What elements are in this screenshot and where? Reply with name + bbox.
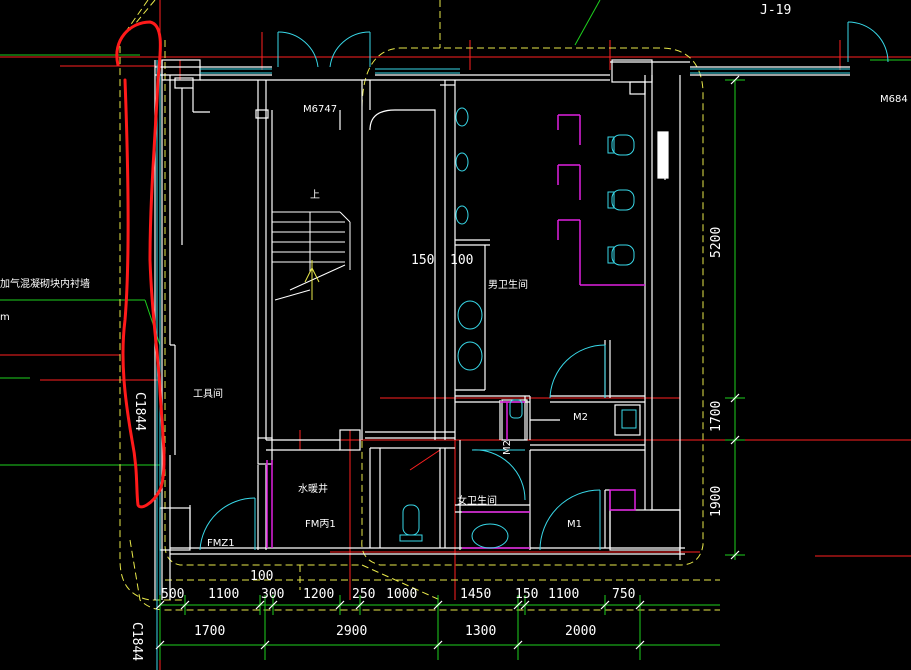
staircase bbox=[272, 211, 351, 301]
door-label-m6747: M6747 bbox=[303, 104, 337, 115]
toilet-partitions bbox=[266, 114, 645, 549]
door-label-fmz1: FMZ1 bbox=[207, 538, 235, 549]
grid-label: J-19 bbox=[760, 3, 791, 18]
right-dim-5200: 5200 bbox=[709, 227, 724, 258]
right-dim-1700: 1700 bbox=[709, 401, 724, 432]
window-label-c1844-left: C1844 bbox=[132, 392, 147, 431]
bottom-dim-1100a: 1100 bbox=[208, 587, 239, 602]
bottom-dim-150: 150 bbox=[515, 587, 538, 602]
wall-note-line2: m bbox=[0, 312, 10, 323]
bottom-dim-250: 250 bbox=[352, 587, 375, 602]
dimension-ticks bbox=[155, 75, 740, 650]
right-dim-1900: 1900 bbox=[709, 486, 724, 517]
bottom-dim-750: 750 bbox=[612, 587, 635, 602]
room-label-stair-up: 上 bbox=[310, 189, 320, 201]
wall-note-line1: 加气混凝砌块内衬墙 bbox=[0, 277, 90, 290]
door-label-m2-side: M2 bbox=[502, 440, 513, 455]
bottom-dim-2000: 2000 bbox=[565, 624, 596, 639]
markup-red-outline bbox=[115, 20, 166, 509]
bottom-dim-1300: 1300 bbox=[465, 624, 496, 639]
room-label-male-toilet: 男卫生间 bbox=[488, 278, 528, 291]
bottom-dim-1700: 1700 bbox=[194, 624, 225, 639]
room-label-female-toilet: 女卫生间 bbox=[457, 494, 497, 507]
dimension-lines bbox=[159, 79, 745, 660]
door-label-m2-top: M2 bbox=[573, 412, 588, 423]
bottom-dim-1000: 1000 bbox=[386, 587, 417, 602]
window-label-c1844-bottom: C1844 bbox=[129, 622, 144, 661]
door-label-m1: M1 bbox=[567, 519, 582, 530]
room-label-tool-room: 工具间 bbox=[193, 387, 223, 400]
stair-arrow bbox=[304, 260, 320, 300]
door-label-fm-bing1: FM丙1 bbox=[305, 519, 336, 530]
bottom-dim-1200: 1200 bbox=[303, 587, 334, 602]
inner-dim-100: 100 bbox=[450, 253, 473, 268]
doors bbox=[199, 21, 889, 551]
bottom-dim-300: 300 bbox=[261, 587, 284, 602]
bottom-dim-500: 500 bbox=[161, 587, 184, 602]
bottom-dim-1450: 1450 bbox=[460, 587, 491, 602]
windows bbox=[156, 60, 850, 670]
small-dim-100: 100 bbox=[250, 569, 273, 584]
walls bbox=[154, 59, 850, 600]
door-label-m684: M684 bbox=[880, 94, 908, 105]
dashed-outlines bbox=[119, 0, 720, 611]
bottom-dim-2900: 2900 bbox=[336, 624, 367, 639]
inner-dim-150: 150 bbox=[411, 253, 434, 268]
bottom-dim-1100b: 1100 bbox=[548, 587, 579, 602]
room-label-water-well: 水暖井 bbox=[298, 482, 328, 495]
